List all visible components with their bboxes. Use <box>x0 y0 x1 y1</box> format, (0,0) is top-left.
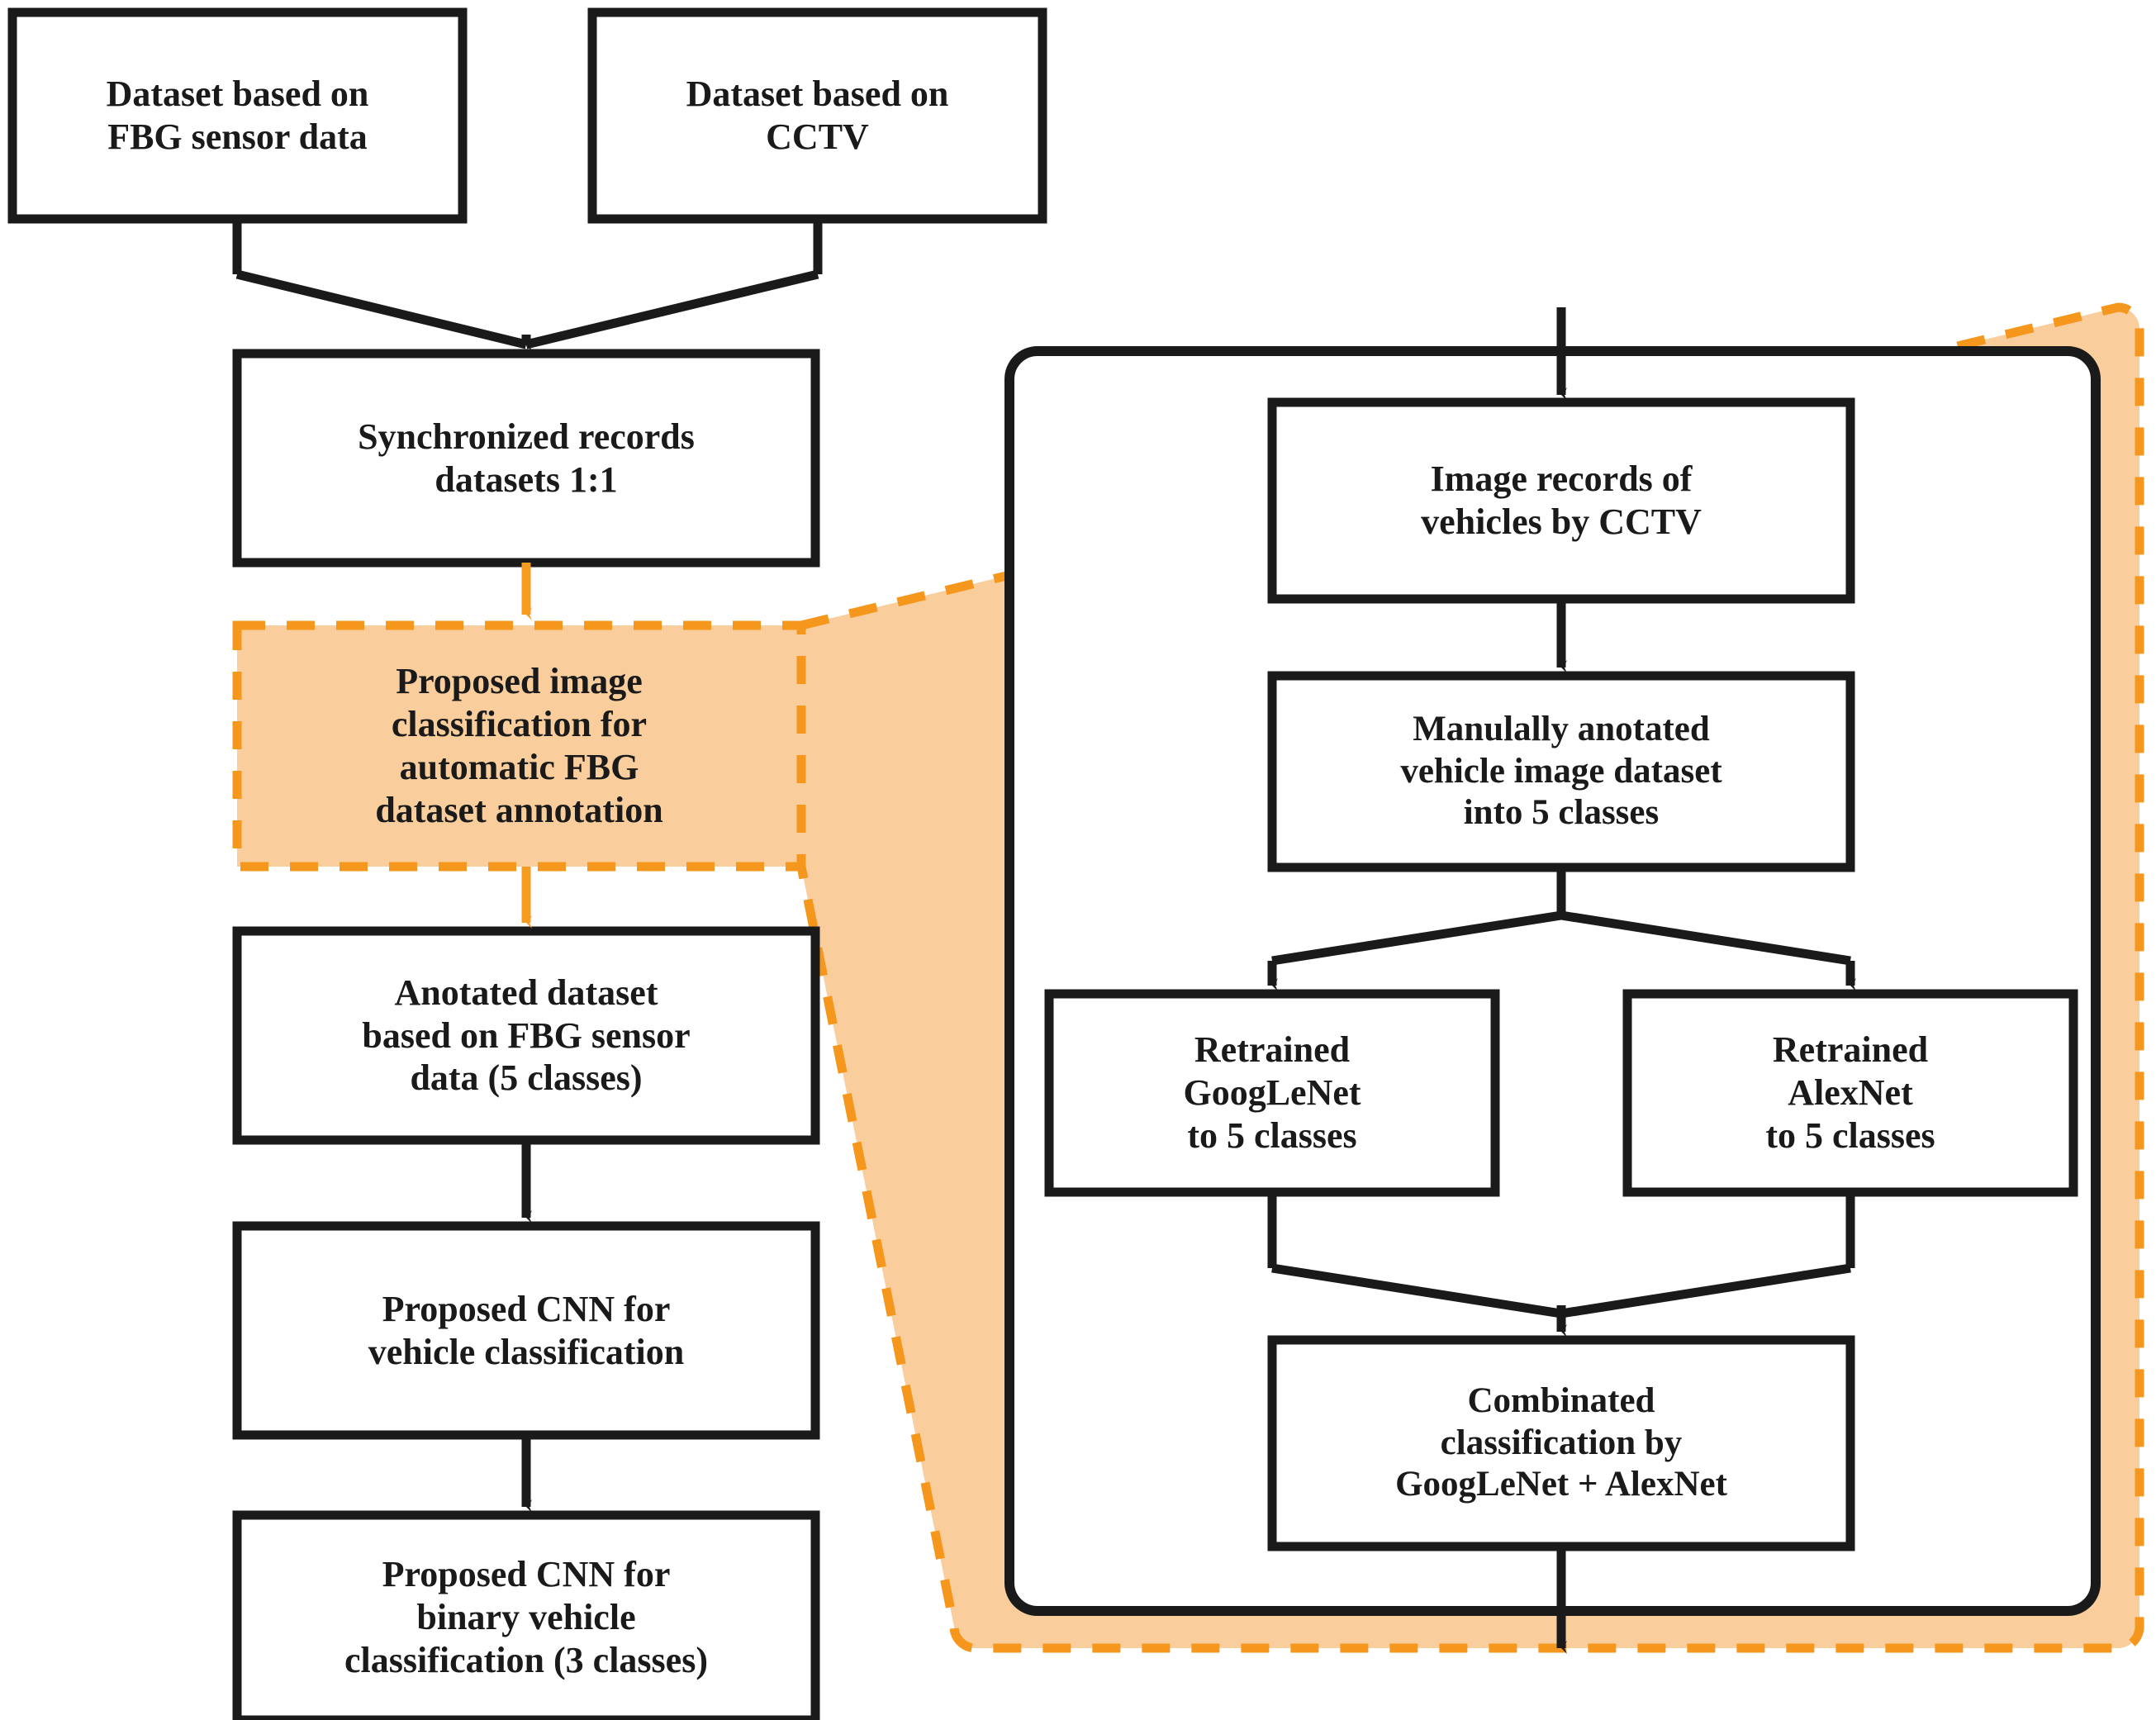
node-combinated-classification-shape[interactable] <box>1267 1335 1855 1551</box>
node-image-records-cctv-shape[interactable] <box>1267 397 1855 604</box>
node-manulally-anotated-shape[interactable] <box>1267 671 1855 872</box>
node-proposed-cnn-vehicle-label: Proposed CNN for vehicle classification <box>368 1288 685 1372</box>
node-proposed-cnn-binary-label: Proposed CNN for binary vehicle classifi… <box>344 1554 708 1680</box>
node-proposed-image-classification-label: Proposed image classification for automa… <box>375 661 663 830</box>
node-anotated-dataset-shape[interactable] <box>232 926 820 1145</box>
node-dataset-cctv-label: Dataset based on CCTV <box>686 74 949 157</box>
panel-inner-frame <box>1004 346 2101 1616</box>
node-dataset-cctv-shape[interactable] <box>587 7 1047 224</box>
node-image-records-cctv-label: Image records of vehicles by CCTV <box>1421 459 1702 542</box>
connector-datasets-merge <box>232 219 823 349</box>
node-retrained-alexnet-label: Retrained AlexNet to 5 classes <box>1765 1029 1935 1156</box>
node-retrained-alexnet-shape[interactable] <box>1622 989 2078 1197</box>
node-retrained-googlenet-label: Retrained GoogLeNet to 5 classes <box>1183 1029 1361 1156</box>
connector-nets-to-combinated <box>1267 1192 1855 1319</box>
node-proposed-cnn-binary-shape[interactable] <box>232 1510 820 1720</box>
node-manulally-anotated-label: Manulally anotated vehicle image dataset… <box>1400 709 1722 833</box>
node-dataset-fbg-label: Dataset based on FBG sensor data <box>106 74 369 157</box>
node-combinated-classification-label: Combinated classification by GoogLeNet +… <box>1395 1380 1727 1504</box>
node-proposed-image-classification-shape[interactable] <box>232 620 806 872</box>
node-anotated-dataset-label: Anotated dataset based on FBG sensor dat… <box>362 972 691 1099</box>
node-synchronized-records-label: Synchronized records datasets 1:1 <box>358 416 695 500</box>
node-retrained-googlenet-shape[interactable] <box>1044 989 1500 1197</box>
